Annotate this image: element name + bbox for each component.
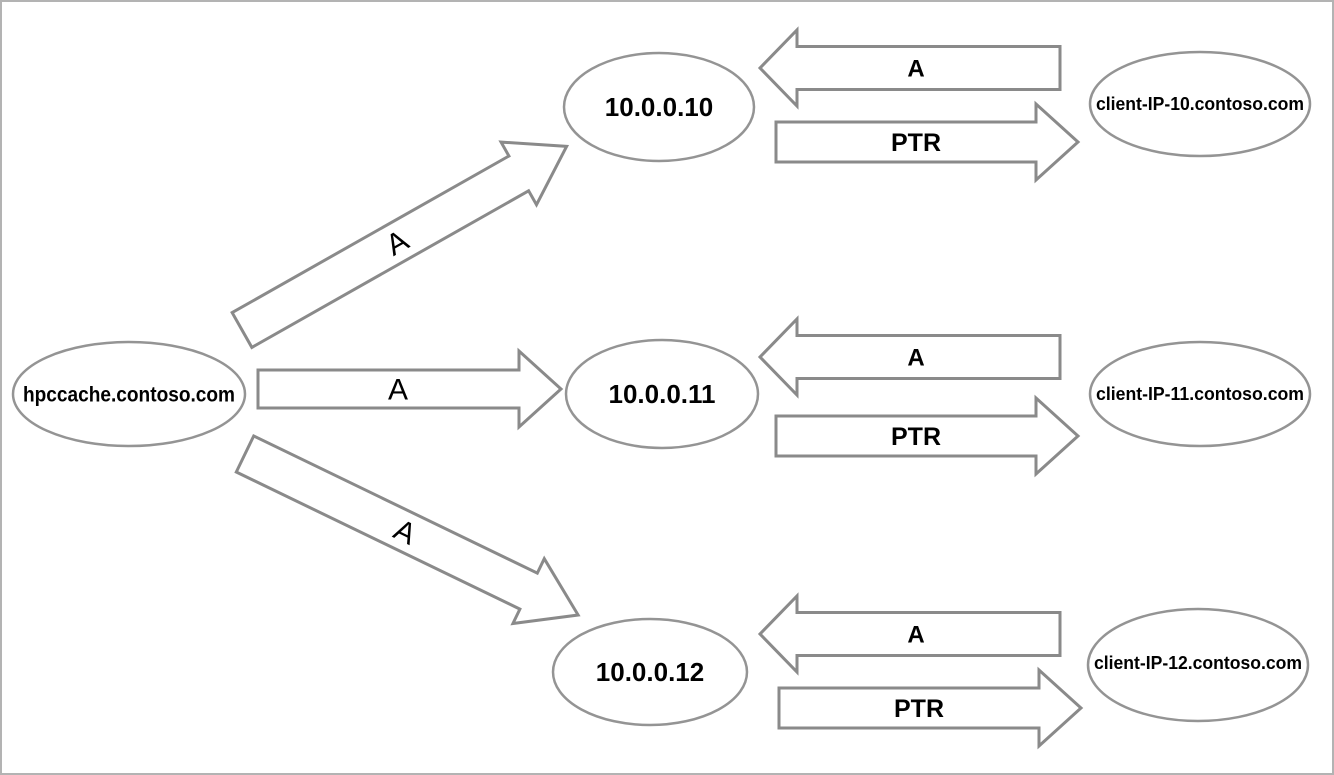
client-node-ellipse: [1086, 607, 1310, 723]
arrow-shape: [256, 347, 564, 431]
ip-node-row2: 10.0.0.11: [564, 338, 760, 450]
branch-arrow-middle-label: A: [388, 374, 408, 407]
ip-node-label: 10.0.0.12: [596, 657, 704, 687]
ip-node-ellipse: [562, 51, 756, 163]
ptr-arrow-row3: PTR: [777, 666, 1084, 750]
ptr-arrow-row1: PTR: [774, 100, 1081, 184]
source-node-ellipse: [11, 340, 247, 448]
ip-node-row1: 10.0.0.10: [562, 51, 756, 163]
client-node-row1: client-IP-10.contoso.com: [1088, 50, 1312, 158]
ptr-label-row2: PTR: [891, 423, 941, 451]
client-node-label: client-IP-10.contoso.com: [1096, 94, 1304, 114]
arrow-shape: [757, 592, 1062, 676]
reverse-a-arrow-row2: A: [757, 315, 1062, 399]
client-node-ellipse: [1088, 50, 1312, 158]
arrow-shape: [777, 666, 1084, 750]
client-node-ellipse: [1088, 340, 1312, 448]
arrow-shape: [774, 100, 1081, 184]
ptr-label-row1: PTR: [891, 129, 941, 157]
client-node-label: client-IP-12.contoso.com: [1094, 653, 1302, 673]
arrow-shape: [774, 394, 1081, 478]
arrow-shape: [234, 433, 581, 626]
ip-node-label: 10.0.0.10: [605, 92, 713, 122]
ptr-arrow-row2: PTR: [774, 394, 1081, 478]
reverse-a-arrow-row1: A: [757, 26, 1062, 110]
ip-node-ellipse: [551, 617, 749, 727]
reverse-a-label-row3: A: [907, 622, 924, 649]
arrow-shape: [757, 315, 1062, 399]
reverse-a-label-row1: A: [907, 56, 924, 83]
reverse-a-arrow-row3: A: [757, 592, 1062, 676]
client-node-row2: client-IP-11.contoso.com: [1088, 340, 1312, 448]
branch-arrow-middle: A: [256, 347, 564, 431]
arrow-shape: [757, 26, 1062, 110]
ptr-label-row3: PTR: [894, 695, 944, 723]
ip-node-ellipse: [564, 338, 760, 450]
client-node-label: client-IP-11.contoso.com: [1096, 384, 1304, 404]
branch-arrow-down: A: [234, 433, 581, 626]
source-node: hpccache.contoso.com: [11, 340, 247, 448]
reverse-a-label-row2: A: [907, 345, 924, 372]
source-node-label: hpccache.contoso.com: [23, 384, 235, 407]
arrow-shape: [230, 140, 570, 350]
ip-node-label: 10.0.0.11: [609, 379, 716, 409]
client-node-row3: client-IP-12.contoso.com: [1086, 607, 1310, 723]
branch-arrow-up: A: [230, 140, 570, 350]
ip-node-row3: 10.0.0.12: [551, 617, 749, 727]
